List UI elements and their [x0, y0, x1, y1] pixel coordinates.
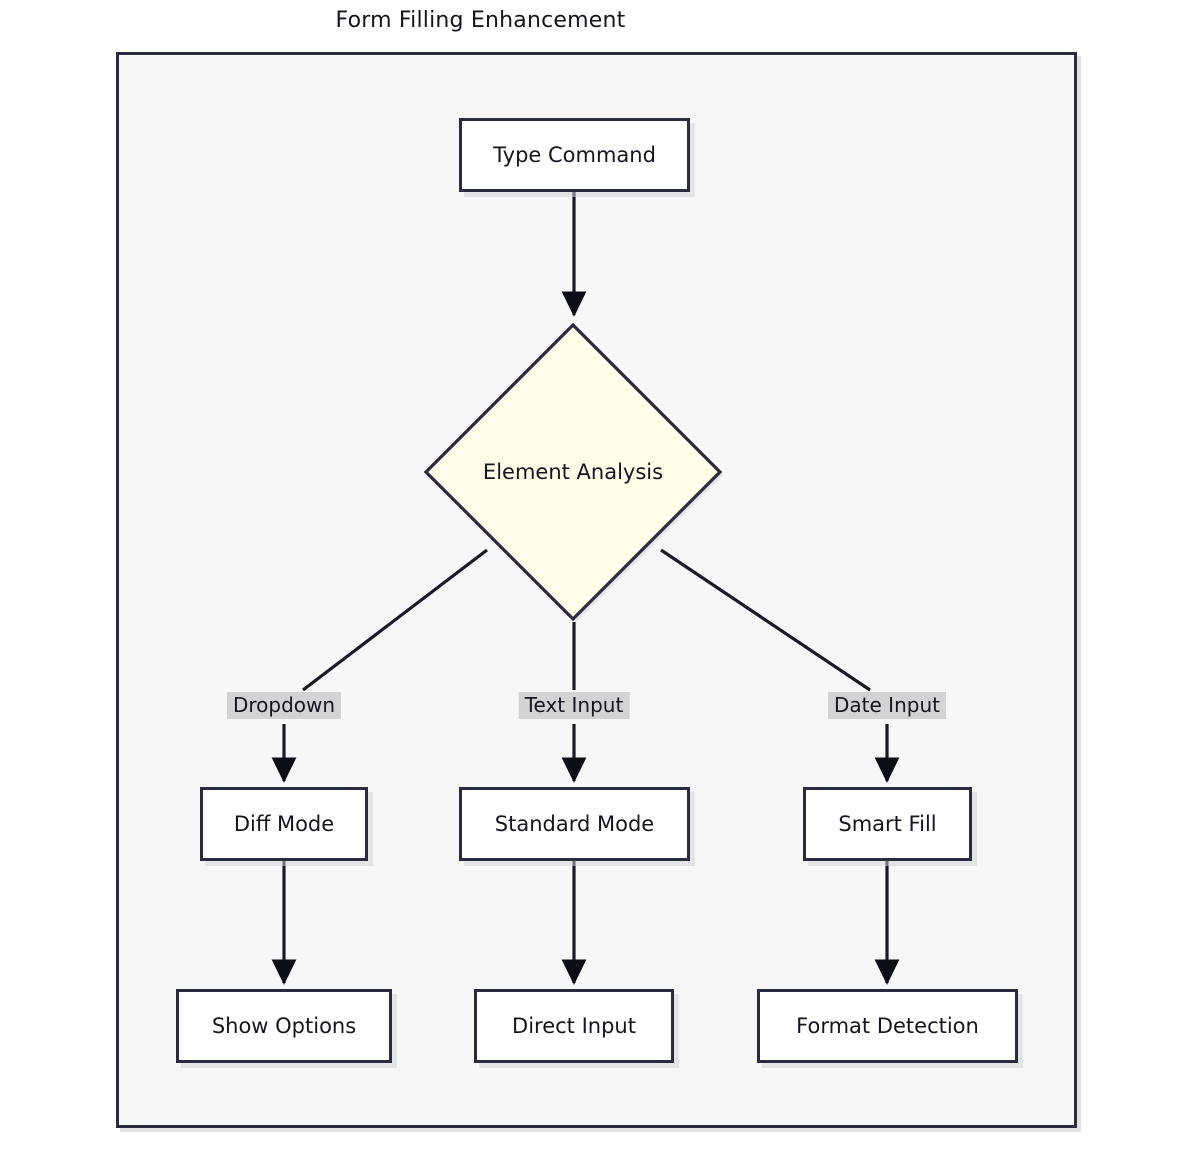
node-element-analysis[interactable]: Element Analysis	[423, 322, 723, 622]
node-label-direct-input: Direct Input	[512, 1014, 636, 1038]
node-type-command[interactable]: Type Command	[459, 118, 690, 192]
node-smart-fill[interactable]: Smart Fill	[803, 787, 972, 861]
node-label-diff-mode: Diff Mode	[233, 812, 335, 836]
node-format-detection[interactable]: Format Detection	[757, 989, 1018, 1063]
node-label-format-detection: Format Detection	[796, 1014, 979, 1038]
node-label-standard-mode: Standard Mode	[494, 812, 655, 836]
node-label-type-command: Type Command	[493, 143, 656, 167]
node-show-options[interactable]: Show Options	[176, 989, 392, 1063]
edge-label-date-input: Date Input	[828, 692, 946, 719]
node-diff-mode[interactable]: Diff Mode	[200, 787, 368, 861]
edge-label-text-input: Text Input	[518, 692, 630, 719]
node-label-show-options: Show Options	[211, 1014, 357, 1038]
node-label-smart-fill: Smart Fill	[838, 812, 937, 836]
node-label-element-analysis: Element Analysis	[482, 460, 664, 484]
diamond-shape	[423, 322, 723, 622]
node-direct-input[interactable]: Direct Input	[474, 989, 674, 1063]
node-standard-mode[interactable]: Standard Mode	[459, 787, 690, 861]
edge-label-dropdown: Dropdown	[226, 692, 342, 719]
diagram-title: Form Filling Enhancement	[335, 8, 626, 33]
